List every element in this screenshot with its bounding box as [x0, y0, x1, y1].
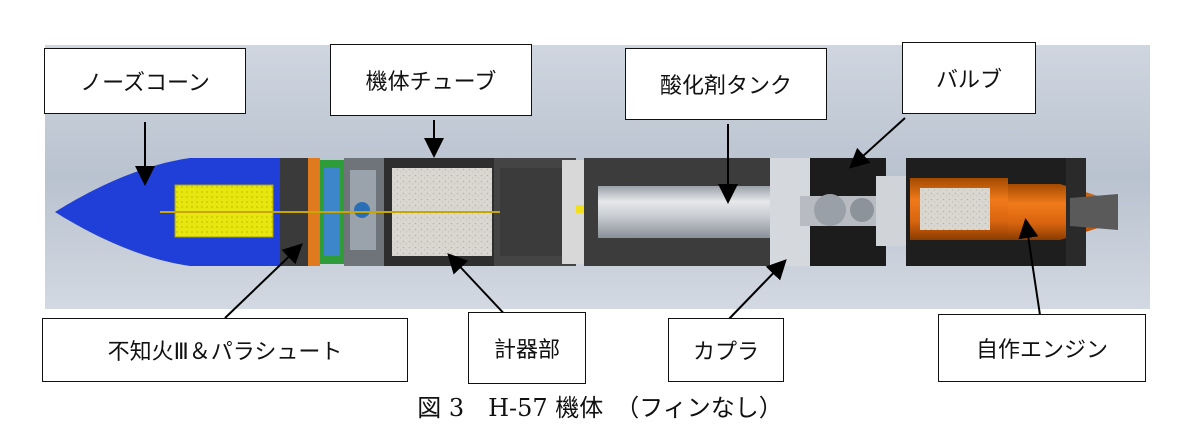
arrow-payload-parachute [224, 243, 303, 319]
label-body-tube: 機体チューブ [330, 44, 532, 116]
label-engine: 自作エンジン [938, 314, 1146, 382]
label-oxidizer-tank: 酸化剤タンク [625, 48, 827, 120]
arrow-engine [1018, 218, 1041, 316]
tank-body [598, 186, 776, 238]
label-instrument-section: 計器部 [468, 312, 586, 384]
label-coupler: カプラ [668, 318, 784, 382]
arrow-instrument-section [447, 253, 511, 321]
label-valve: バルブ [902, 42, 1036, 114]
arrow-coupler [727, 259, 787, 321]
label-nose-cone: ノーズコーン [44, 48, 246, 114]
label-payload-parachute: 不知火Ⅲ＆パラシュート [42, 318, 408, 382]
arrow-valve [849, 117, 906, 169]
figure-caption: 図 3 H-57 機体 （フィンなし） [417, 394, 783, 422]
